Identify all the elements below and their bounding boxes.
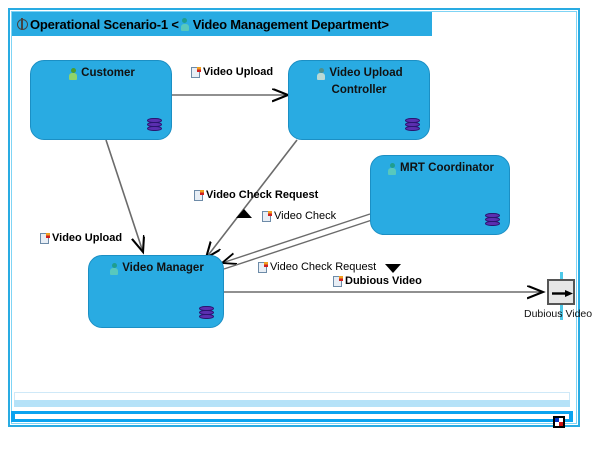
node-video-manager-label: Video Manager — [122, 262, 204, 274]
resize-handle[interactable] — [553, 416, 565, 428]
actor-person-icon — [386, 162, 398, 175]
interaction-icon — [191, 66, 201, 78]
node-customer-label: Customer — [81, 67, 135, 79]
edge-label-text: Dubious Video — [345, 275, 422, 287]
node-mrt-label: MRT Coordinator — [400, 162, 494, 174]
edge-label-video-check-request-mid: Video Check Request — [194, 189, 318, 201]
scenario-gear-icon — [16, 17, 29, 31]
node-customer-title: Customer — [31, 67, 171, 84]
stacked-layers-icon — [199, 306, 214, 319]
page-title-department: Video Management Department> — [192, 16, 389, 32]
output-port-label: Dubious Video — [524, 308, 593, 320]
stacked-layers-icon — [485, 213, 500, 226]
diagram-title-bar[interactable]: Operational Scenario-1 < Video Managemen… — [12, 12, 432, 36]
stacked-layers-icon — [405, 118, 420, 131]
interaction-icon — [333, 275, 343, 287]
actor-person-icon — [108, 262, 120, 275]
interaction-icon — [194, 189, 204, 201]
actor-person-icon — [179, 18, 191, 31]
edge-label-video-check-request-low: Video Check Request — [258, 261, 376, 273]
bottom-band-2 — [14, 400, 570, 407]
edge-label-video-upload-left: Video Upload — [40, 232, 122, 244]
actor-person-icon — [67, 67, 79, 80]
node-video-upload-controller-title: Video Upload Controller — [289, 67, 429, 97]
node-video-upload-controller[interactable]: Video Upload Controller — [288, 60, 430, 140]
stacked-layers-icon — [147, 118, 162, 131]
node-mrt-coordinator-title: MRT Coordinator — [371, 162, 509, 179]
node-customer[interactable]: Customer — [30, 60, 172, 140]
edge-label-text: Video Check Request — [206, 189, 319, 201]
edge-label-text: Video Check Request — [270, 261, 377, 273]
interaction-icon — [40, 232, 50, 244]
bottom-band-3 — [11, 411, 573, 422]
interaction-icon — [258, 261, 268, 273]
node-upload-ctrl-label-2: Controller — [331, 84, 387, 96]
edge-label-video-check: Video Check — [262, 210, 336, 222]
page-title-scenario: Operational Scenario-1 < — [30, 16, 179, 32]
node-video-manager[interactable]: Video Manager — [88, 255, 224, 328]
edge-label-text: Video Upload — [203, 66, 274, 78]
node-mrt-coordinator[interactable]: MRT Coordinator — [370, 155, 510, 235]
edge-label-dubious-video: Dubious Video — [333, 275, 422, 287]
edge-label-text: Video Upload — [52, 232, 123, 244]
node-video-manager-title: Video Manager — [89, 262, 223, 279]
edge-label-text: Video Check — [274, 210, 337, 222]
output-port[interactable] — [547, 279, 575, 305]
interaction-icon — [262, 210, 272, 222]
direction-marker-up-icon — [236, 209, 252, 218]
direction-marker-down-icon — [385, 264, 401, 273]
edge-label-video-upload-top: Video Upload — [191, 66, 273, 78]
actor-person-icon — [315, 67, 327, 80]
node-upload-ctrl-label-1: Video Upload — [329, 67, 403, 79]
output-port-arrow-icon — [552, 290, 573, 297]
